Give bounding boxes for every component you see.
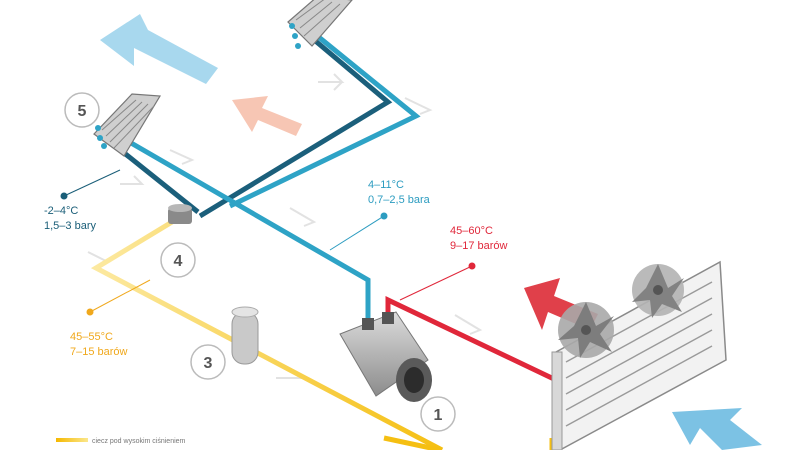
- airflow-arrow-top-left-icon: [100, 14, 218, 84]
- legend: ciecz pod wysokim ciśnieniem: [56, 438, 186, 445]
- leader-dot-low-evap: [60, 192, 68, 200]
- liquid-temp: 45–55°C: [70, 331, 113, 343]
- badge-1-label: 1: [434, 407, 443, 424]
- airflow-arrow-center-icon: [232, 96, 302, 136]
- receiver-drier: [231, 306, 259, 365]
- low-evap-pressure: 1,5–3 bary: [44, 220, 96, 232]
- pipe-light-teal: [110, 28, 421, 320]
- compressor: [339, 311, 432, 402]
- badge-4-label: 4: [174, 253, 183, 270]
- evaporator-unit-5: [93, 93, 162, 157]
- discharge-pressure: 9–17 barów: [450, 240, 508, 252]
- badge-3-label: 3: [204, 355, 213, 372]
- airflow-arrow-cool-icon: [672, 408, 762, 450]
- legend-label: ciecz pod wysokim ciśnieniem: [92, 438, 186, 445]
- liquid-pressure: 7–15 barów: [70, 346, 128, 358]
- condenser-fan-left-icon: [558, 302, 614, 358]
- badge-component-5: 5: [64, 92, 100, 128]
- badge-component-3: 3: [190, 344, 226, 380]
- expansion-valve: [168, 204, 192, 224]
- suction-temp: 4–11°C: [368, 179, 404, 191]
- airflow-chevrons: [87, 73, 483, 379]
- legend-swatch: [56, 438, 88, 442]
- leader-dot-suction: [380, 212, 388, 220]
- suction-pressure: 0,7–2,5 bara: [368, 194, 431, 206]
- badge-component-4: 4: [160, 242, 196, 278]
- condenser-fan-right-icon: [632, 264, 684, 318]
- badge-component-1: 1: [420, 396, 456, 432]
- badge-5-label: 5: [78, 103, 87, 120]
- leader-lines: [63, 169, 473, 313]
- low-evap-temp: -2–4°C: [44, 205, 78, 217]
- evaporator-unit-top: [287, 0, 353, 49]
- leader-dot-liquid: [86, 308, 94, 316]
- discharge-temp: 45–60°C: [450, 225, 493, 237]
- leader-dot-discharge: [468, 262, 476, 270]
